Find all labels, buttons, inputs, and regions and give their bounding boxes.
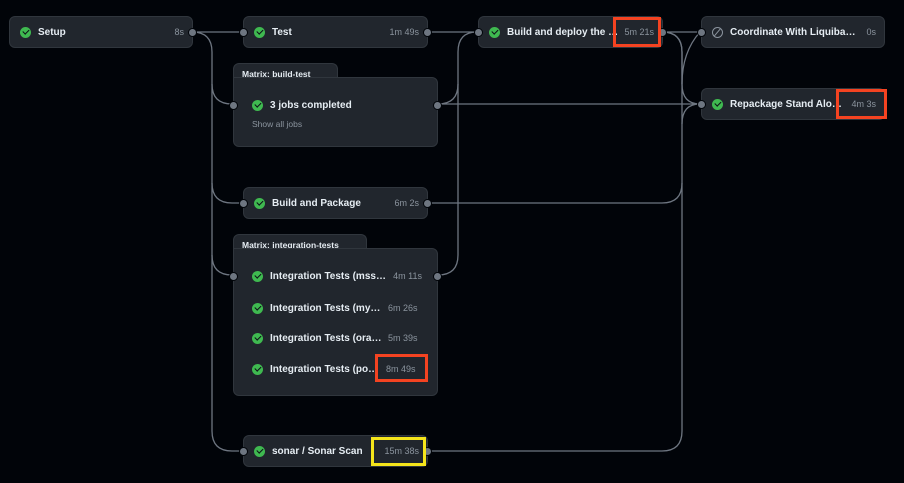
- success-icon: [252, 363, 263, 375]
- job-duration: 0s: [866, 27, 876, 37]
- matrix-job-row[interactable]: Integration Tests (orac... 5m 39s: [252, 328, 422, 348]
- job-repackage-stand-alone[interactable]: Repackage Stand Alone... 4m 3s: [697, 88, 885, 120]
- success-icon: [254, 197, 265, 209]
- input-port: [229, 272, 238, 281]
- input-port: [229, 101, 238, 110]
- show-all-jobs-link[interactable]: Show all jobs: [252, 119, 303, 129]
- job-duration: 15m 38s: [384, 446, 419, 456]
- input-port: [474, 28, 483, 37]
- matrix-integration-tests-panel: Integration Tests (mssql) 4m 11s Integra…: [229, 248, 442, 396]
- job-setup[interactable]: Setup 8s: [9, 16, 197, 48]
- job-duration: 6m 2s: [394, 198, 419, 208]
- job-name: Integration Tests (mys...: [270, 302, 382, 314]
- job-name: Setup: [38, 26, 66, 38]
- job-duration: 5m 21s: [624, 27, 654, 37]
- matrix-build-test-panel[interactable]: 3 jobs completed Show all jobs: [229, 77, 442, 147]
- output-port: [433, 272, 442, 281]
- job-name: Integration Tests (mssql): [270, 270, 388, 282]
- success-icon: [254, 445, 265, 457]
- matrix-summary[interactable]: 3 jobs completed: [252, 95, 352, 115]
- job-name: Integration Tests (post...: [270, 363, 380, 375]
- matrix-job-row[interactable]: Integration Tests (mssql) 4m 11s: [252, 266, 422, 286]
- job-name: Repackage Stand Alone...: [730, 98, 846, 110]
- summary-label: 3 jobs completed: [270, 99, 352, 111]
- output-port: [423, 28, 432, 37]
- input-port: [239, 199, 248, 208]
- job-duration: 4m 11s: [393, 271, 422, 281]
- job-sonar-scan[interactable]: sonar / Sonar Scan 15m 38s: [239, 435, 432, 467]
- job-test[interactable]: Test 1m 49s: [239, 16, 432, 48]
- success-icon: [489, 26, 500, 38]
- job-name: sonar / Sonar Scan: [272, 445, 363, 457]
- input-port: [239, 28, 248, 37]
- success-icon: [252, 332, 263, 344]
- job-name: Test: [272, 26, 292, 38]
- job-duration: 8m 49s: [386, 364, 416, 374]
- success-icon: [20, 26, 31, 38]
- output-port: [433, 101, 442, 110]
- job-name: Integration Tests (orac...: [270, 332, 382, 344]
- success-icon: [254, 26, 265, 38]
- skipped-icon: [712, 26, 723, 38]
- output-port: [188, 28, 197, 37]
- job-build-and-deploy[interactable]: Build and deploy the li... 5m 21s: [474, 16, 667, 48]
- matrix-job-row[interactable]: Integration Tests (post... 8m 49s: [252, 359, 422, 379]
- input-port: [697, 28, 706, 37]
- success-icon: [252, 302, 263, 314]
- job-duration: 5m 39s: [388, 333, 418, 343]
- matrix-job-row[interactable]: Integration Tests (mys... 6m 26s: [252, 298, 422, 318]
- success-icon: [712, 98, 723, 110]
- job-duration: 4m 3s: [851, 99, 876, 109]
- input-port: [697, 100, 706, 109]
- output-port: [658, 28, 667, 37]
- job-build-and-package[interactable]: Build and Package 6m 2s: [239, 187, 432, 219]
- job-name: Build and Package: [272, 197, 361, 209]
- success-icon: [252, 99, 263, 111]
- job-name: Build and deploy the li...: [507, 26, 619, 38]
- job-duration: 8s: [174, 27, 184, 37]
- input-port: [239, 447, 248, 456]
- job-name: Coordinate With Liquibase ...: [730, 26, 861, 38]
- success-icon: [252, 270, 263, 282]
- job-duration: 1m 49s: [389, 27, 419, 37]
- output-port: [423, 447, 432, 456]
- output-port: [423, 199, 432, 208]
- job-duration: 6m 26s: [388, 303, 418, 313]
- job-coordinate-with-liquibase[interactable]: Coordinate With Liquibase ... 0s: [697, 16, 885, 48]
